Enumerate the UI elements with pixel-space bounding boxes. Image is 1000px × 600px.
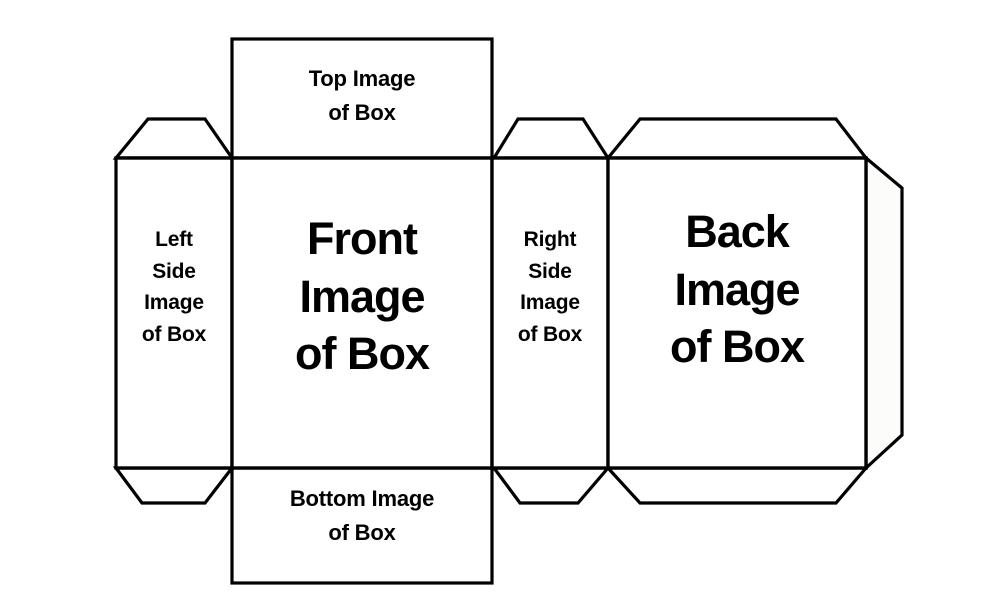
bottom-panel <box>230 466 494 585</box>
right-side-panel <box>490 156 610 470</box>
glue-flap <box>864 154 904 472</box>
top-flap-back <box>604 117 870 160</box>
top-panel <box>230 37 494 160</box>
front-panel <box>230 156 494 470</box>
bottom-flap-right-side <box>490 466 612 505</box>
bottom-flap-left-side <box>112 466 236 505</box>
top-flap-left-side <box>112 117 236 160</box>
bottom-flap-back <box>604 466 870 505</box>
left-side-panel <box>114 156 234 470</box>
back-panel <box>606 156 868 470</box>
top-flap-right-side <box>491 117 611 160</box>
